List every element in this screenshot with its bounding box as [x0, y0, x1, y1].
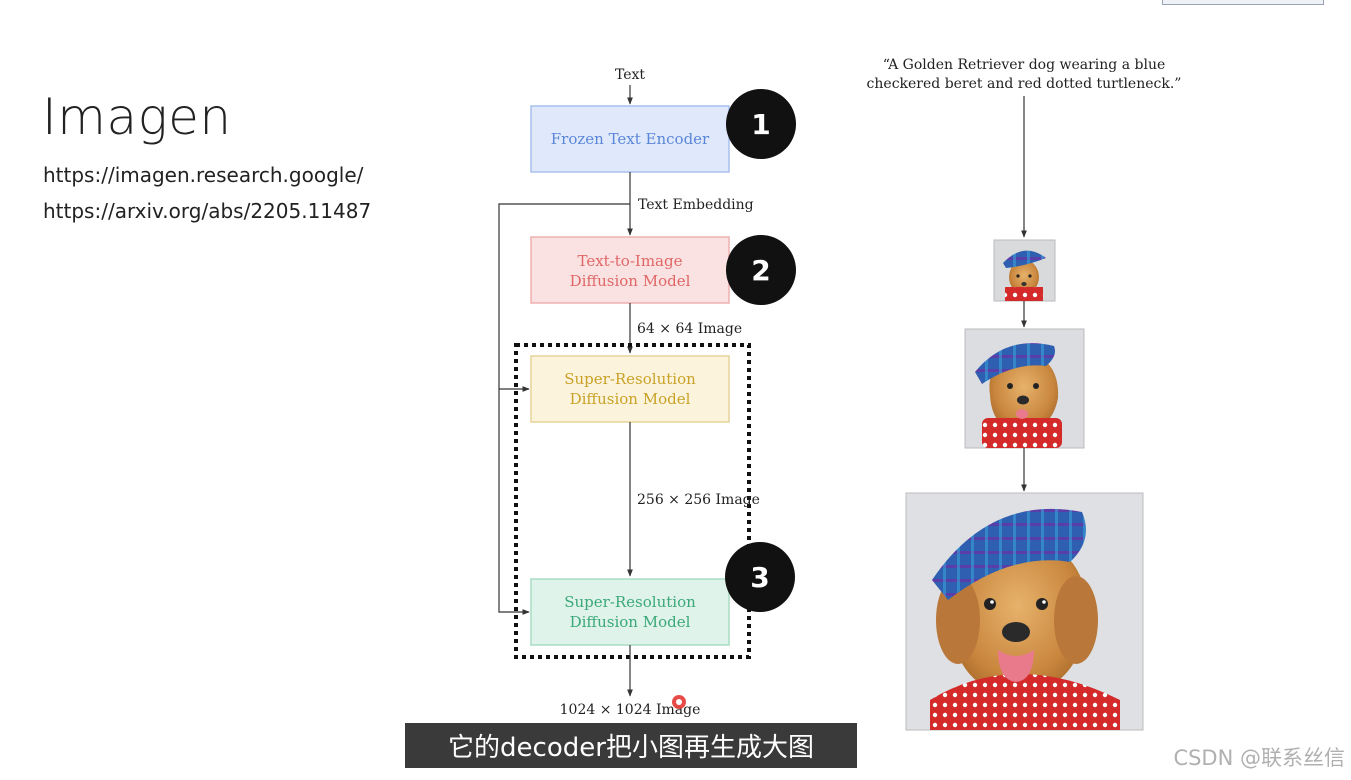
- watermark: CSDN @联系丝信: [1173, 746, 1345, 770]
- slide-title: Imagen: [42, 88, 232, 146]
- paper-link[interactable]: https://arxiv.org/abs/2205.11487: [43, 199, 372, 223]
- prompt-line-2: checkered beret and red dotted turtlenec…: [867, 76, 1182, 92]
- text-embedding-label: Text Embedding: [638, 197, 754, 213]
- prompt-line-1: “A Golden Retriever dog wearing a blue: [883, 57, 1166, 73]
- super-resolution-box-2: [530, 578, 730, 646]
- cursor-indicator: [672, 695, 686, 709]
- svg-text:3: 3: [750, 561, 769, 594]
- svg-text:Super-Resolution: Super-Resolution: [564, 370, 696, 388]
- dog-image-64: [993, 239, 1056, 302]
- super-resolution-box-1: [530, 355, 730, 423]
- window-frame-corner: [1162, 0, 1324, 5]
- encoder-label: Frozen Text Encoder: [551, 130, 710, 148]
- input-text-label: Text: [615, 67, 645, 83]
- video-subtitle: 它的decoder把小图再生成大图: [405, 723, 857, 768]
- dog-image-256: [964, 328, 1085, 449]
- step-badge-1: [726, 89, 796, 159]
- svg-text:1: 1: [751, 108, 770, 141]
- svg-text:Diffusion Model: Diffusion Model: [570, 613, 691, 631]
- svg-text:2: 2: [751, 254, 770, 287]
- svg-text:Diffusion Model: Diffusion Model: [570, 272, 691, 290]
- project-link[interactable]: https://imagen.research.google/: [43, 163, 364, 187]
- svg-text:Diffusion Model: Diffusion Model: [570, 390, 691, 408]
- svg-text:Text-to-Image: Text-to-Image: [578, 252, 683, 270]
- frozen-text-encoder-box: [530, 105, 730, 173]
- img1024-label: 1024 × 1024 Image: [560, 702, 701, 718]
- svg-text:Super-Resolution: Super-Resolution: [564, 593, 696, 611]
- text-to-image-diffusion-box: [530, 236, 730, 304]
- img64-label: 64 × 64 Image: [637, 321, 742, 337]
- img256-label: 256 × 256 Image: [637, 492, 760, 508]
- dog-image-1024: [905, 492, 1144, 731]
- step-badge-2: [726, 235, 796, 305]
- step-badge-3: [725, 542, 795, 612]
